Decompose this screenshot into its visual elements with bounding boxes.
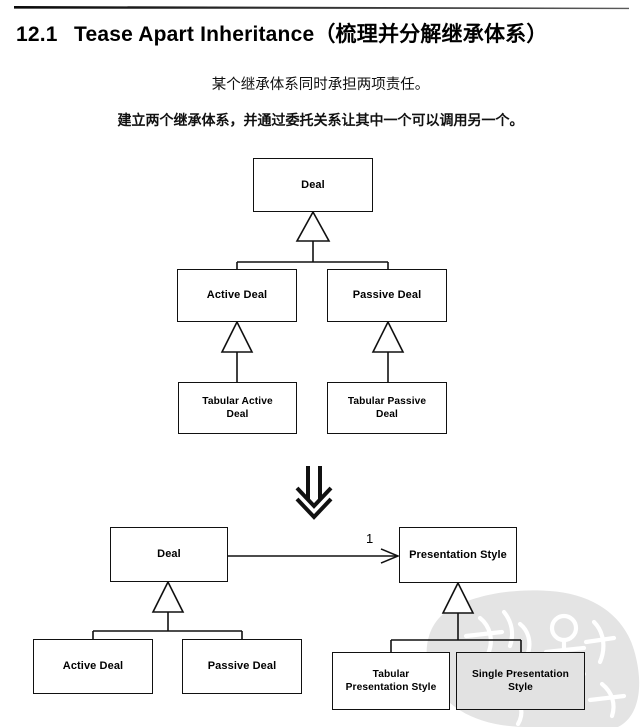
uml-class-box-active-deal: Active Deal xyxy=(177,269,297,322)
section-number: 12.1 xyxy=(16,23,58,46)
problem-statement: 某个继承体系同时承担两项责任。 xyxy=(211,77,430,93)
uml-class-name: Deal xyxy=(157,548,181,561)
generalization-deal-2 xyxy=(92,580,243,639)
generalization-passive-deal xyxy=(371,320,405,382)
uml-class-name: Active Deal xyxy=(206,289,268,302)
uml-class-box-passive-deal: Passive Deal xyxy=(327,269,447,322)
uml-class-box-presentation-style: Presentation Style xyxy=(399,527,517,583)
uml-class-name: Presentation Style xyxy=(409,548,507,561)
transform-arrow-icon xyxy=(295,466,333,520)
uml-class-name: Deal xyxy=(301,178,325,191)
section-title-zh: （梳理并分解继承体系） xyxy=(314,23,548,46)
uml-class-box-deal: Deal xyxy=(253,158,373,212)
uml-class-name: Passive Deal xyxy=(352,289,422,302)
generalization-active-deal xyxy=(220,320,254,382)
section-title-en: Tease Apart Inheritance xyxy=(74,23,315,46)
association-deal-presentation-style xyxy=(228,548,400,564)
association-multiplicity-label: 1 xyxy=(366,531,374,546)
generalization-presentation-style xyxy=(390,581,522,652)
generalization-deal xyxy=(236,210,389,269)
page-title: 12.1 Tease Apart Inheritance（梳理并分解继承体系） xyxy=(16,18,626,48)
solution-statement: 建立两个继承体系，并通过委托关系让其中一个可以调用另一个。 xyxy=(117,112,524,128)
uml-class-box-active-deal2: Active Deal xyxy=(33,639,153,694)
uml-class-name: Passive Deal xyxy=(207,660,277,673)
header-rule xyxy=(14,6,629,10)
uml-class-box-deal2: Deal xyxy=(110,527,228,582)
uml-class-box-passive-deal2: Passive Deal xyxy=(182,639,302,694)
uml-class-name: Active Deal xyxy=(62,660,124,673)
